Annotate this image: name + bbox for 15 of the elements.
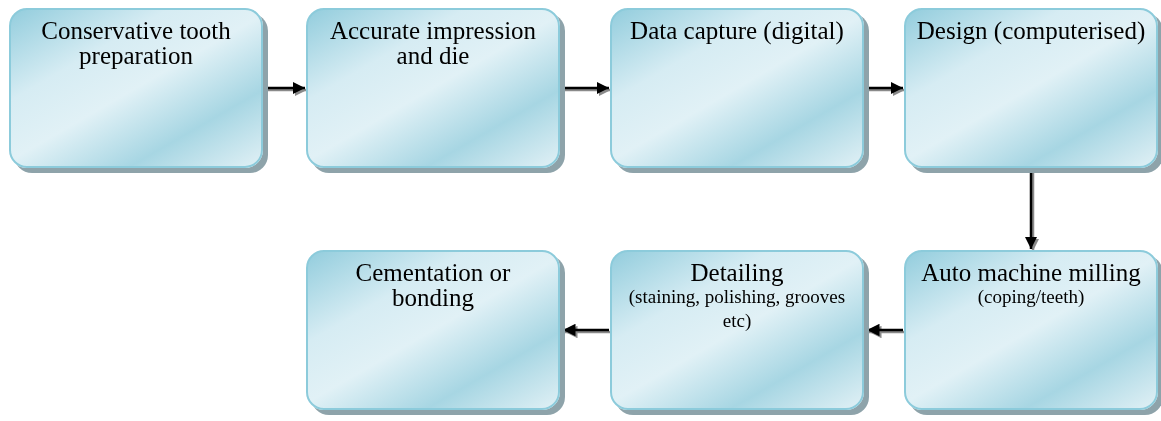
arrow xyxy=(867,81,903,95)
step-title: Conservative tooth preparation xyxy=(40,18,232,68)
step-title: Accurate impression and die xyxy=(328,18,538,68)
step-detail: (coping/teeth) xyxy=(976,286,1086,309)
step-title: Design (computerised) xyxy=(915,18,1147,43)
arrow xyxy=(266,81,305,95)
arrow xyxy=(1024,171,1038,249)
step-title: Detailing xyxy=(689,260,785,285)
step-detail: (staining, polishing, grooves etc) xyxy=(627,286,847,333)
step-title: Cementation or bonding xyxy=(354,260,512,310)
arrow xyxy=(867,323,903,337)
arrow xyxy=(563,81,609,95)
step-title: Auto machine milling xyxy=(920,260,1142,285)
arrow xyxy=(563,323,609,337)
step-title: Data capture (digital) xyxy=(629,18,845,43)
